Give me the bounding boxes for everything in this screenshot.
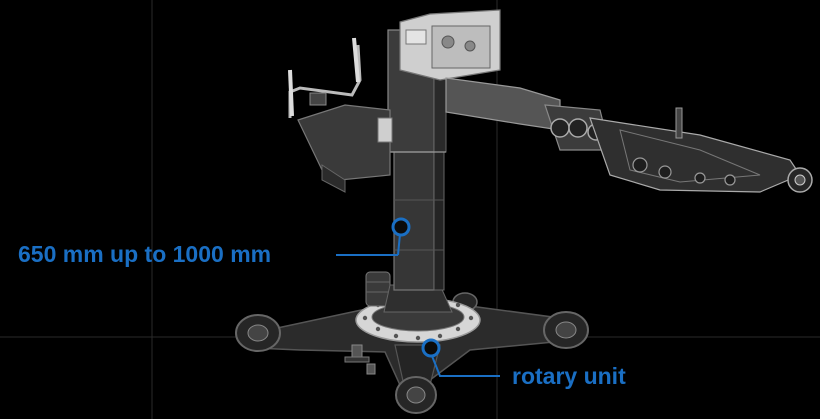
arm-joint-2 bbox=[568, 118, 588, 138]
end-effector bbox=[787, 167, 813, 193]
callout-rotary bbox=[421, 338, 500, 377]
height-range-label: 650 mm up to 1000 mm bbox=[18, 241, 272, 267]
base-frame bbox=[235, 292, 589, 414]
arm-boom bbox=[445, 77, 561, 131]
callout-rotary-leader bbox=[431, 355, 500, 377]
manipulator-arm bbox=[445, 77, 813, 193]
arm-joint-1 bbox=[550, 118, 570, 138]
caster-wheel-right bbox=[543, 311, 589, 349]
caster-wheel-front bbox=[395, 376, 437, 414]
rotary-unit-bolts bbox=[362, 302, 474, 341]
handle-bar bbox=[288, 37, 362, 118]
column-lower-side bbox=[433, 149, 445, 291]
control-box bbox=[399, 9, 501, 81]
callout-rotary-marker bbox=[421, 338, 441, 358]
leveling-foot bbox=[344, 344, 370, 363]
telescopic-column bbox=[383, 29, 453, 313]
pendant-bracket bbox=[297, 104, 393, 193]
callout-height-marker bbox=[391, 217, 411, 237]
leveling-foot-left bbox=[366, 363, 376, 375]
callout-height bbox=[336, 217, 411, 256]
arm-handle bbox=[675, 107, 683, 139]
caster-wheel-left bbox=[235, 314, 281, 352]
rotary-unit-label: rotary unit bbox=[512, 363, 626, 389]
